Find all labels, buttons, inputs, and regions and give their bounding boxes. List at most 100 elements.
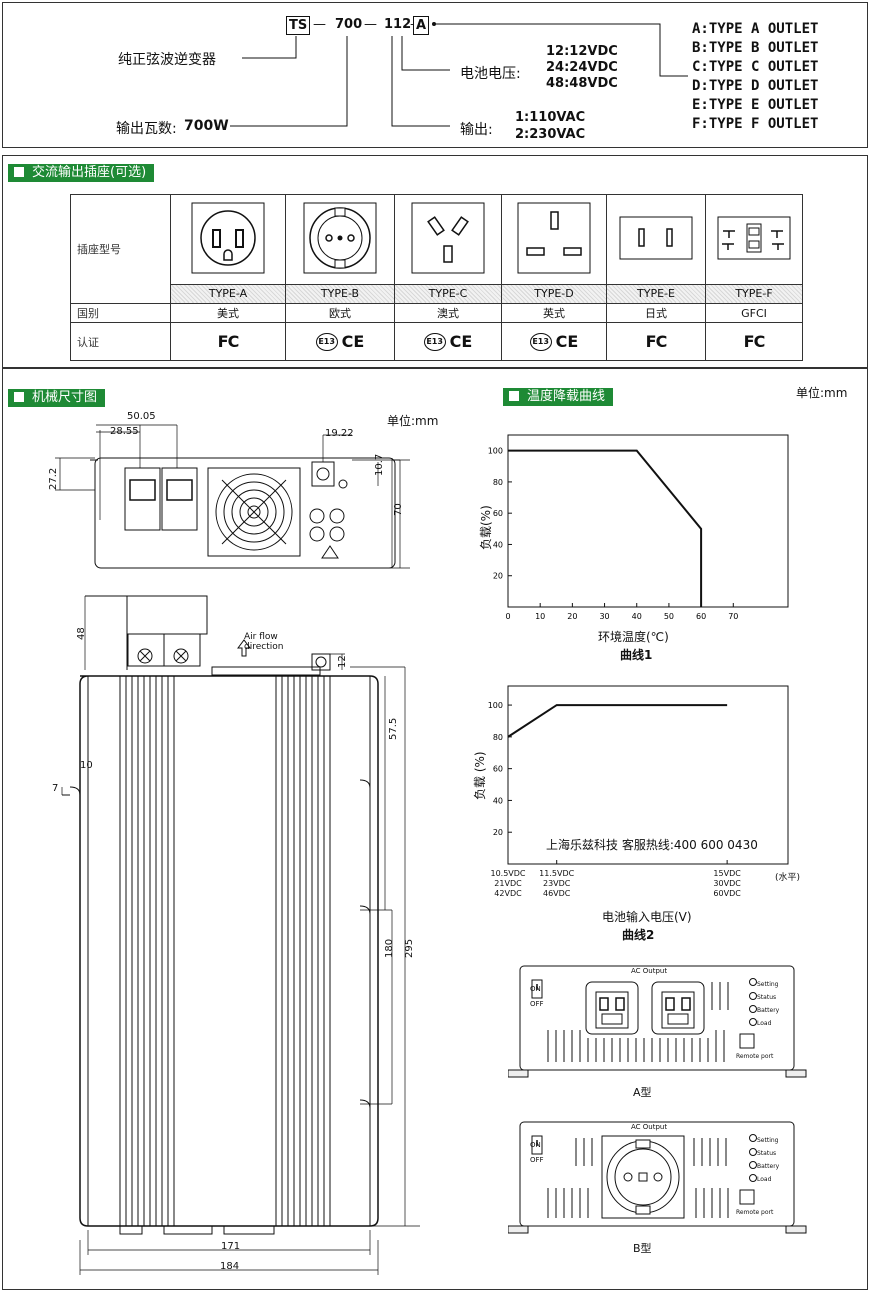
led-setting: Setting [757,1137,779,1144]
code-outlet: A [413,16,430,35]
top-view-drawing [61,595,420,1275]
mech-frame [2,368,868,1290]
socket-country-row: 国别 美式 欧式 澳式 英式 日式 GFCI [70,303,803,323]
chart2-x-extra-label: (水平) [775,873,801,883]
socket-table: 插座型号 [70,194,803,361]
code-sep-1: — [313,17,326,32]
panel-b-on: ON [530,1141,541,1149]
battery-voltage-12: 12:12VDC [546,44,618,59]
led-status: Status [757,994,777,1001]
y-tick-label: 60 [493,509,503,518]
outlet-type-d: D:TYPE D OUTLET [692,78,819,94]
led-battery: Battery [757,1007,780,1014]
sockets-frame [2,155,868,368]
cert-a: FC [170,322,286,361]
chart1-xlabel: 环境温度(℃) [598,630,669,644]
outlet-type-c: C:TYPE C OUTLET [692,59,819,75]
outlet-type-e: E:TYPE E OUTLET [692,97,819,113]
socket-image-row: 插座型号 [70,194,803,304]
dim-27-2: 27.2 [48,467,59,490]
dim-12: 12 [337,655,348,668]
panel-b-off: OFF [530,1156,544,1164]
plot-area-border [507,434,789,608]
type-label-e: TYPE-E [606,283,706,305]
code-watt: 700 [335,17,363,32]
row-label-cert: 认证 [70,322,171,361]
dim-28-55: 28.55 [110,426,139,437]
socket-type-d-icon [517,202,591,274]
led-battery: Battery [757,1163,780,1170]
panel-b-caption: B型 [633,1242,652,1255]
country-e: 日式 [606,303,706,323]
x-tick-label: 20 [567,612,577,621]
chart1-ylabel: 负载(%) [479,505,493,550]
dim-48: 48 [76,627,87,640]
derating-curve-line [508,449,703,607]
derating-title-text: 温度降载曲线 [527,389,606,404]
socket-type-a-icon [191,202,265,274]
x-tick-label: 10 [535,612,545,621]
model-code-leader-lines [230,22,688,127]
battery-voltage-24: 24:24VDC [546,60,618,75]
dim-295: 295 [404,938,415,958]
y-tick-label: 20 [493,828,503,837]
e13-mark-icon: E13 [529,332,552,351]
country-d: 英式 [501,303,607,323]
panel-b-ac-output: AC Output [631,1123,668,1131]
ce-mark-icon: CE [555,332,579,351]
title-square-icon [14,167,24,177]
panel-b-remote-port: Remote port [736,1209,774,1216]
mech-unit-label: 单位:mm [387,414,439,428]
e13-mark-icon: E13 [423,332,446,351]
y-tick-label: 80 [493,733,503,742]
x-tick-label: 70 [728,612,738,621]
code-sep-2: — [364,17,377,32]
dim-50-05: 50.05 [127,411,156,422]
model-code-frame [2,2,868,148]
mech-title-text: 机械尺寸图 [32,390,98,405]
title-square-icon [509,391,519,401]
output-label: 输出: [460,122,493,138]
dim-7: 7 [52,783,59,794]
y-tick-label: 40 [493,796,503,805]
dim-10-7: 10.7 [374,453,385,476]
panel-a-off: OFF [530,1000,544,1008]
output-230: 2:230VAC [515,127,586,142]
panel-a-on: ON [530,985,541,993]
chart2-caption: 曲线2 [622,928,655,942]
battery-voltage-options: 12:12VDC 24:24VDC 48:48VDC [546,44,618,92]
output-110: 1:110VAC [515,110,586,125]
output-watt-label: 输出瓦数: [116,121,177,137]
panel-a-remote-port: Remote port [736,1053,774,1060]
panel-b-led-labels: Setting Status Battery Load [757,1134,779,1186]
ce-mark-icon: CE [341,332,365,351]
led-setting: Setting [757,981,779,988]
fcc-logo-icon: FC [743,332,766,351]
panel-a-led-labels: Setting Status Battery Load [757,978,779,1030]
code-volt: 112 [384,17,412,32]
output-options: 1:110VAC 2:230VAC [515,109,585,143]
front-panel-b [508,1121,807,1234]
ce-mark-icon: CE [449,332,473,351]
dim-171: 171 [221,1241,241,1252]
derating-curve-line [507,704,728,738]
socket-a-cell [170,194,286,285]
cert-f: FC [705,322,803,361]
sockets-section-title: 交流输出插座(可选) [8,164,155,182]
chart2-ylabel: 负载 (%) [473,751,487,800]
fcc-logo-icon: FC [217,332,240,351]
country-a: 美式 [170,303,286,323]
type-label-a: TYPE-A [170,283,286,305]
title-square-icon [14,392,24,402]
dim-10: 10 [80,760,93,771]
dim-57-5: 57.5 [388,717,399,740]
plot-area-border [507,685,789,865]
dim-180: 180 [384,938,395,958]
